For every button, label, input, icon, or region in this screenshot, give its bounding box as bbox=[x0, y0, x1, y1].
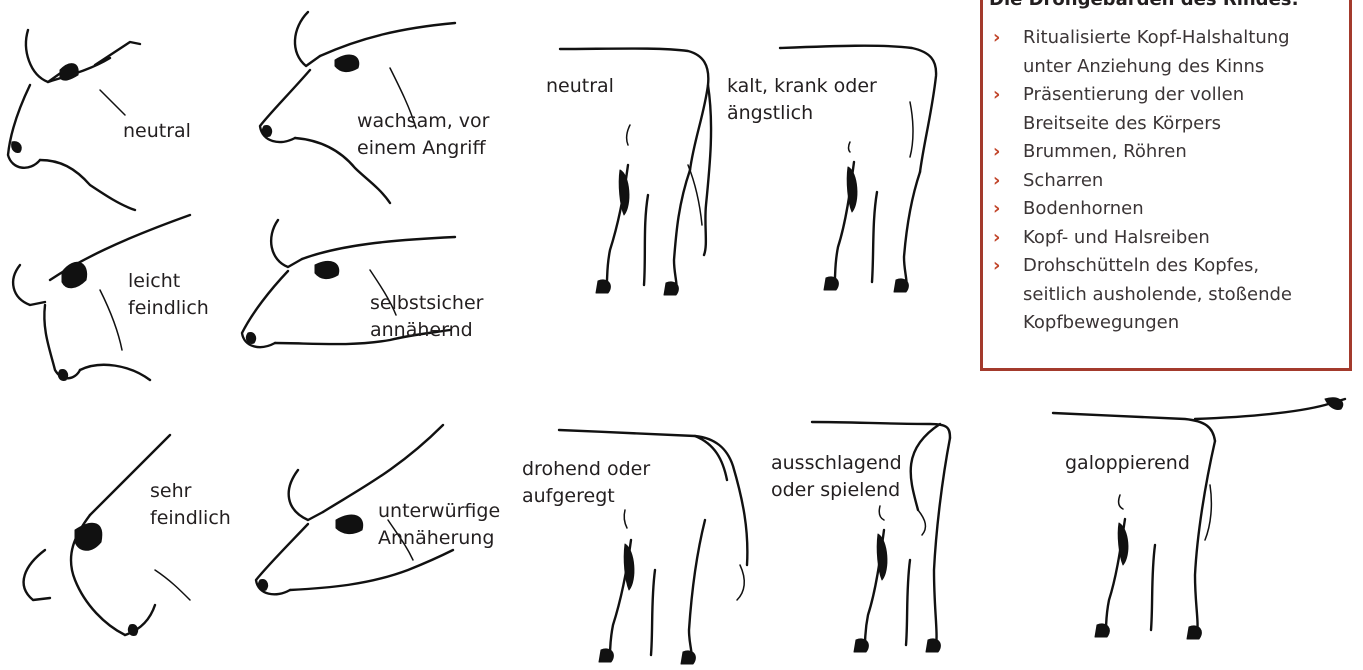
list-item-text: Kopf- und Halsreiben bbox=[1023, 227, 1210, 248]
tail-label-neutral: neutral bbox=[546, 73, 614, 100]
chevron-right-icon: › bbox=[993, 81, 1000, 110]
tail-label-threatening: drohend oder aufgeregt bbox=[522, 456, 650, 510]
head-label-very-hostile: sehr feindlich bbox=[150, 478, 231, 532]
chevron-right-icon: › bbox=[993, 224, 1000, 253]
list-item-text: Brummen, Röhren bbox=[1023, 141, 1187, 162]
tail-sketch-galloping bbox=[1045, 395, 1360, 645]
chevron-right-icon: › bbox=[993, 195, 1000, 224]
list-item-text: Präsentierung der vollen Breitseite des … bbox=[1023, 84, 1244, 134]
list-item: › Bodenhornen bbox=[989, 195, 1292, 224]
list-item: › Kopf- und Halsreiben bbox=[989, 224, 1292, 253]
list-item-text: Bodenhornen bbox=[1023, 198, 1144, 219]
threat-gestures-box: Die Drohgebärden des Rindes: › Ritualisie… bbox=[980, 0, 1352, 371]
list-item: › Drohschütteln des Kopfes, seitlich aush… bbox=[989, 252, 1292, 338]
chevron-right-icon: › bbox=[993, 24, 1000, 53]
head-label-neutral: neutral bbox=[123, 118, 191, 145]
head-label-slightly-hostile: leicht feindlich bbox=[128, 268, 209, 322]
threat-gestures-title: Die Drohgebärden des Rindes: bbox=[989, 0, 1299, 11]
list-item: › Präsentierung der vollen Breitseite des… bbox=[989, 81, 1292, 138]
head-label-submissive: unterwürfige Annäherung bbox=[378, 498, 500, 552]
list-item-text: Scharren bbox=[1023, 170, 1103, 191]
threat-gestures-list: › Ritualisierte Kopf-Halshaltung unter An… bbox=[989, 24, 1292, 338]
tail-label-galloping: galoppierend bbox=[1065, 450, 1190, 477]
list-item: › Scharren bbox=[989, 167, 1292, 196]
tail-label-cold: kalt, krank oder ängstlich bbox=[727, 73, 877, 127]
head-sketch-very-hostile bbox=[5, 430, 225, 650]
tail-label-kicking: ausschlagend oder spielend bbox=[771, 450, 902, 504]
list-item: › Brummen, Röhren bbox=[989, 138, 1292, 167]
chevron-right-icon: › bbox=[993, 252, 1000, 281]
chevron-right-icon: › bbox=[993, 138, 1000, 167]
list-item-text: Ritualisierte Kopf-Halshaltung unter Anz… bbox=[1023, 27, 1290, 77]
tail-sketch-kicking bbox=[800, 410, 1000, 660]
head-label-alert: wachsam, vor einem Angriff bbox=[357, 108, 489, 162]
chevron-right-icon: › bbox=[993, 167, 1000, 196]
head-label-confident: selbstsicher annähernd bbox=[370, 290, 483, 344]
list-item-text: Drohschütteln des Kopfes, seitlich ausho… bbox=[1023, 255, 1292, 333]
list-item: › Ritualisierte Kopf-Halshaltung unter An… bbox=[989, 24, 1292, 81]
